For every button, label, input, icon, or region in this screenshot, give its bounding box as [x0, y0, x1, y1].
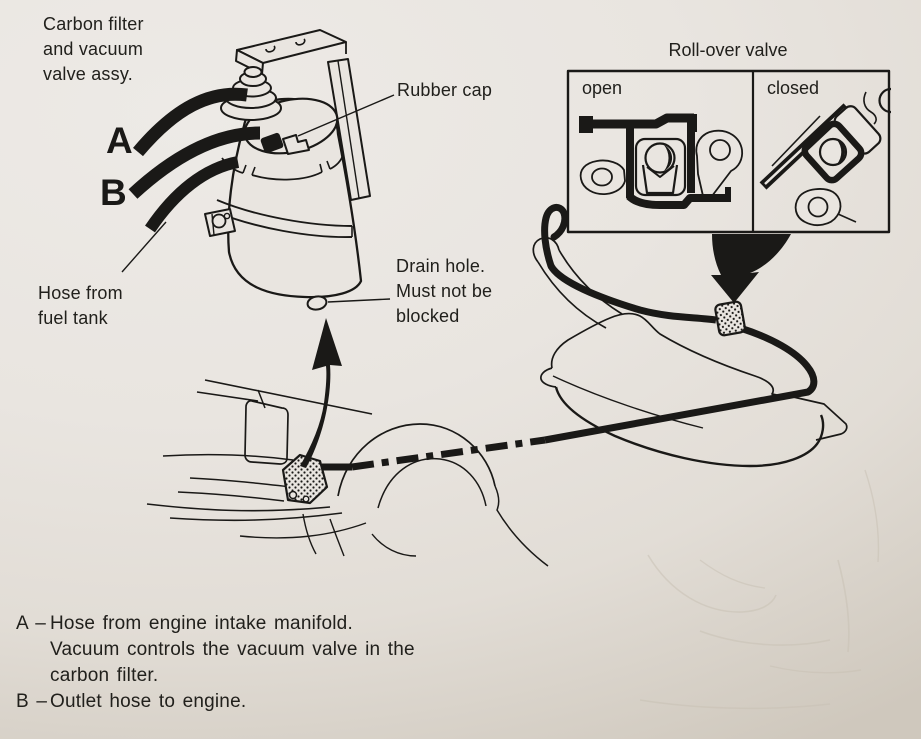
- legend-item-b: B – Outlet hose to engine.: [16, 689, 415, 715]
- open-valve-drawing: [579, 113, 744, 209]
- inset-closed-label: closed: [767, 78, 820, 98]
- callout-carbon-filter-assy: Carbon filter and vacuum valve assy.: [43, 14, 144, 84]
- drain-hole-leader: [327, 298, 391, 303]
- hose-a-label: A: [106, 120, 133, 161]
- callout-drain-hole: Drain hole. Must not be blocked: [396, 256, 493, 326]
- callout-hose-from-fuel-tank: Hose from fuel tank: [38, 283, 123, 328]
- callout-rubber-cap: Rubber cap: [397, 80, 493, 100]
- hose-b: [128, 126, 261, 199]
- closed-valve-drawing: [759, 87, 892, 227]
- legend-a-prefix: A –: [16, 613, 47, 634]
- inset-title: Roll-over valve: [668, 40, 788, 60]
- tank-rollover-valve: [714, 300, 746, 337]
- legend: A – Hose from engine intake manifold. Va…: [16, 611, 415, 715]
- carbon-filter-canister: [204, 97, 363, 311]
- hose-a: [133, 87, 248, 157]
- vent-line: [541, 203, 818, 444]
- up-arrow: [300, 318, 342, 468]
- page-showthrough: [639, 469, 880, 710]
- hose-from-fuel-tank: [145, 156, 240, 233]
- fuel-hose-leader: [121, 221, 167, 273]
- legend-a-text: Hose from engine intake manifold. Vacuum…: [50, 613, 415, 686]
- legend-b-prefix: B –: [16, 691, 48, 712]
- legend-item-a: A – Hose from engine intake manifold. Va…: [16, 611, 415, 689]
- hose-b-label: B: [100, 172, 127, 213]
- canister-assembly-drawing: [128, 29, 371, 311]
- car-rear-outline: [146, 379, 549, 567]
- rubber-cap-leader: [297, 94, 395, 137]
- drain-hole: [306, 295, 328, 311]
- rollover-inset-box: [566, 69, 892, 234]
- inset-open-label: open: [582, 78, 623, 98]
- fuel-tank-drawing: [532, 236, 848, 468]
- car-filter-stippled: [281, 453, 352, 505]
- vent-line-dashed: [351, 436, 546, 471]
- down-arrow: [711, 234, 791, 303]
- leader-lines: [121, 94, 395, 303]
- rubber-cap-port: [260, 132, 310, 155]
- legend-b-text: Outlet hose to engine.: [50, 691, 247, 712]
